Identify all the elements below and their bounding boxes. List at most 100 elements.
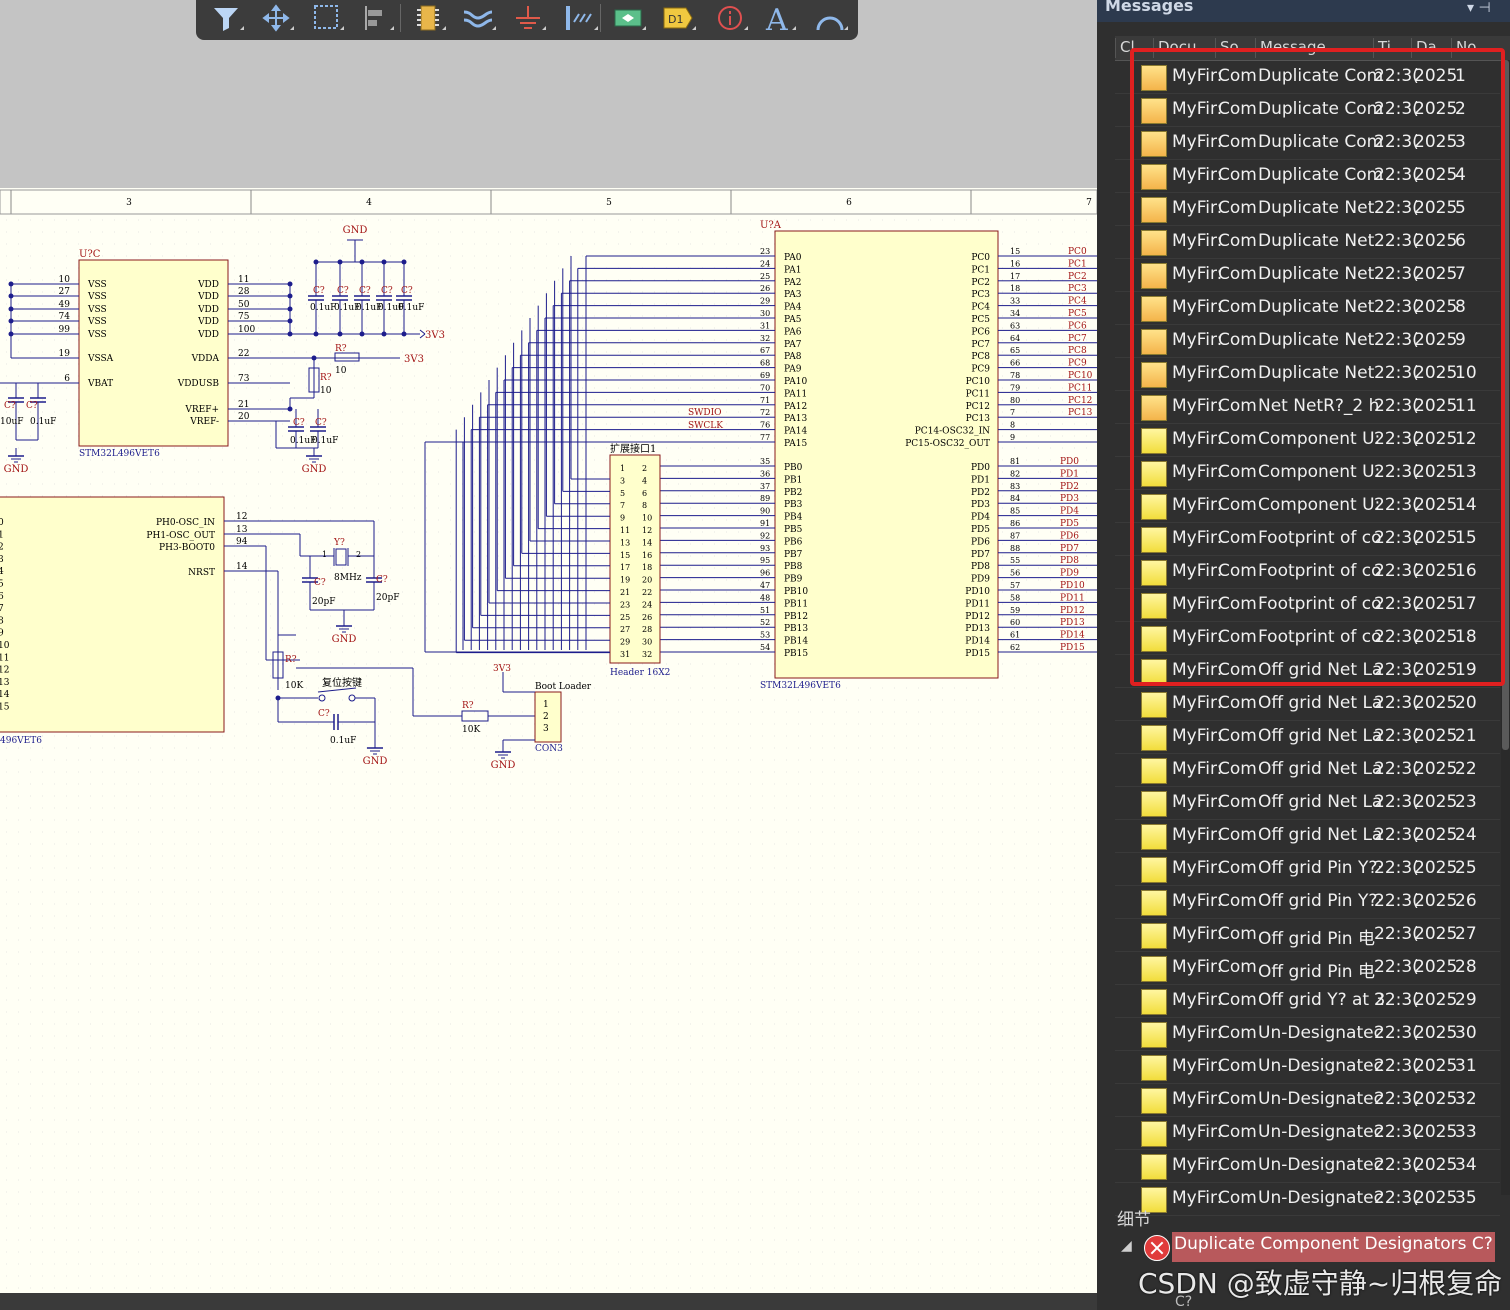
resistor bbox=[461, 710, 489, 722]
align-icon[interactable] bbox=[356, 2, 396, 34]
label: 10 bbox=[642, 514, 652, 523]
scroll-thumb[interactable] bbox=[1502, 60, 1509, 750]
pin-name: PA5 bbox=[784, 315, 802, 325]
message-no: 21 bbox=[1455, 726, 1477, 746]
details-selected-row[interactable] bbox=[1172, 1232, 1495, 1262]
message-time: 22:3( bbox=[1374, 297, 1419, 317]
text-icon[interactable]: A bbox=[758, 2, 798, 38]
designator-icon[interactable]: D1 bbox=[658, 2, 698, 34]
label: C? bbox=[314, 578, 326, 588]
message-no: 8 bbox=[1455, 297, 1466, 317]
message-time: 22:3( bbox=[1374, 1056, 1419, 1076]
messages-scrollbar[interactable] bbox=[1501, 60, 1510, 1195]
message-src: Com bbox=[1218, 495, 1257, 515]
gnd-label: GND bbox=[302, 464, 327, 475]
label: 18 bbox=[642, 563, 652, 572]
message-time: 22:3( bbox=[1374, 726, 1419, 746]
u7a-body bbox=[774, 230, 999, 679]
message-date: 2025 bbox=[1414, 792, 1458, 812]
panel-titlebar bbox=[1097, 0, 1510, 22]
message-no: 31 bbox=[1455, 1056, 1477, 1076]
junction bbox=[313, 331, 319, 337]
label: 75 bbox=[238, 312, 250, 322]
bus-icon[interactable] bbox=[458, 2, 498, 34]
message-date: 2025 bbox=[1414, 990, 1458, 1010]
message-date: 2025 bbox=[1414, 264, 1458, 284]
message-no: 16 bbox=[1455, 561, 1477, 581]
junction bbox=[8, 306, 14, 312]
gnd-label: GND bbox=[363, 756, 388, 767]
gnd-port-icon[interactable] bbox=[508, 2, 548, 34]
net-label: PC12 bbox=[1068, 396, 1092, 406]
message-src: Com bbox=[1218, 759, 1257, 779]
message-src: Com bbox=[1218, 957, 1257, 977]
panel-pin-icon[interactable]: ▾ ⊣ bbox=[1467, 0, 1491, 16]
pin-name: PC1 bbox=[971, 265, 990, 275]
move-icon[interactable] bbox=[256, 2, 296, 34]
net-label: PC2 bbox=[1068, 272, 1087, 282]
bus-entry-icon[interactable] bbox=[560, 2, 600, 34]
collapse-arrow-icon[interactable]: ◢ bbox=[1121, 1238, 1132, 1254]
pin-name: PC0 bbox=[971, 253, 990, 263]
pin-name: PB3 bbox=[784, 500, 803, 510]
sheet-bottom-bar bbox=[0, 1293, 1097, 1310]
component-icon[interactable] bbox=[408, 2, 448, 34]
label: R? bbox=[320, 373, 332, 383]
message-doc: MyFir: bbox=[1172, 264, 1223, 284]
net-label: PD4 bbox=[1060, 507, 1079, 517]
message-date: 2025 bbox=[1414, 1188, 1458, 1208]
net-label: PD1 bbox=[1060, 469, 1079, 479]
switch-contact bbox=[348, 694, 356, 702]
filter-icon[interactable] bbox=[206, 2, 246, 34]
net-label-icon[interactable] bbox=[608, 2, 648, 34]
message-doc: MyFir: bbox=[1172, 528, 1223, 548]
junction bbox=[401, 331, 407, 337]
directive-icon[interactable] bbox=[710, 2, 750, 34]
select-rect-icon[interactable] bbox=[306, 2, 346, 34]
net-label: PD14 bbox=[1060, 631, 1085, 641]
label: 22 bbox=[238, 349, 249, 359]
arc-icon[interactable] bbox=[810, 2, 850, 34]
message-date: 2025 bbox=[1414, 165, 1458, 185]
label: 6 bbox=[642, 489, 647, 498]
message-no: 32 bbox=[1455, 1089, 1477, 1109]
